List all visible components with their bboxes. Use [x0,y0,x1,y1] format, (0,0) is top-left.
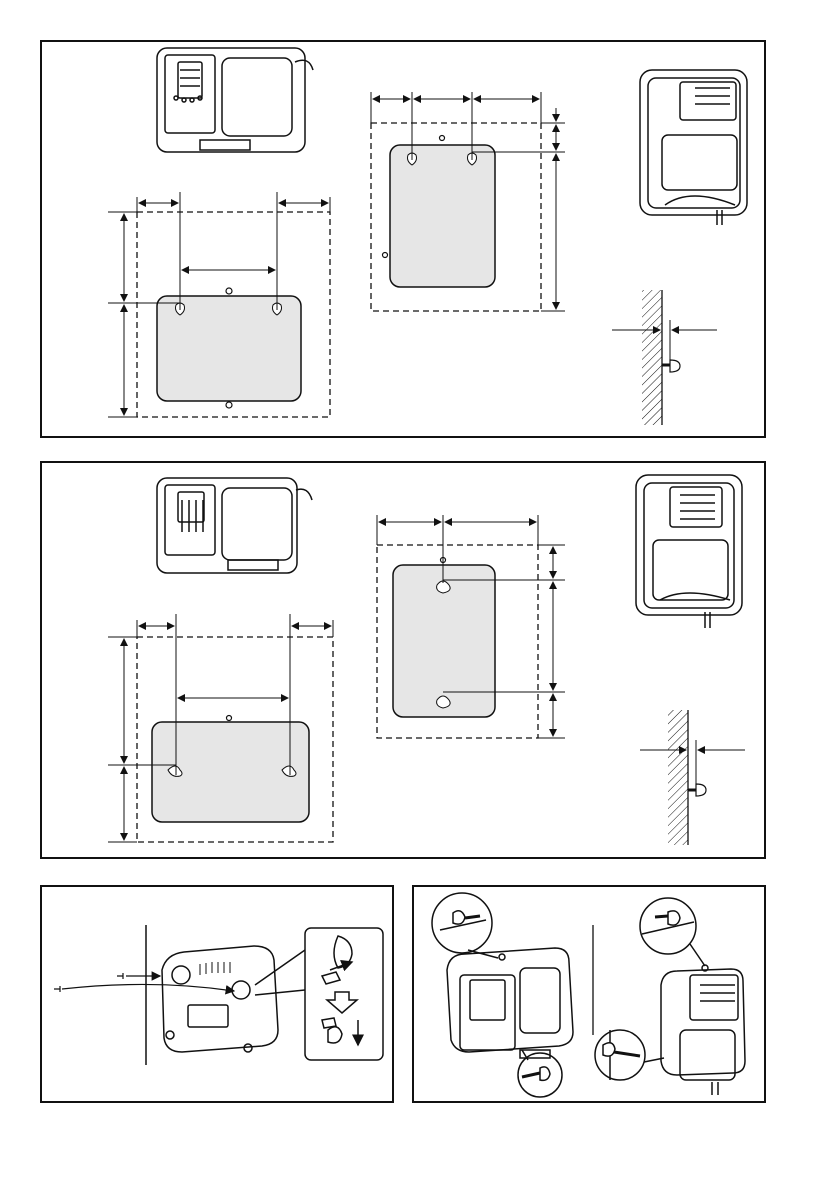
charger-wall-mounted-horizontal [447,948,573,1058]
screw-icon-left-1 [54,973,234,992]
vertical-template-1 [371,92,565,311]
charger-vertical-view-1 [640,70,747,225]
callout-circle-icon-4 [595,1030,664,1080]
callout-circle-icon-2 [518,1050,562,1097]
vertical-template-2 [377,515,565,738]
charger-vertical-view-2 [636,475,742,628]
charger-top-view-1 [157,48,313,152]
callout-circle-icon-1 [432,893,498,958]
horizontal-template-2 [108,614,333,842]
callout-circle-icon-3 [640,898,705,966]
wall-screw-side-view-1 [612,290,717,425]
charger-wall-mounted-vertical [661,965,745,1095]
charger-top-view-2 [157,478,312,573]
horizontal-template-1 [108,192,330,417]
wall-screw-side-view-2 [640,710,745,845]
